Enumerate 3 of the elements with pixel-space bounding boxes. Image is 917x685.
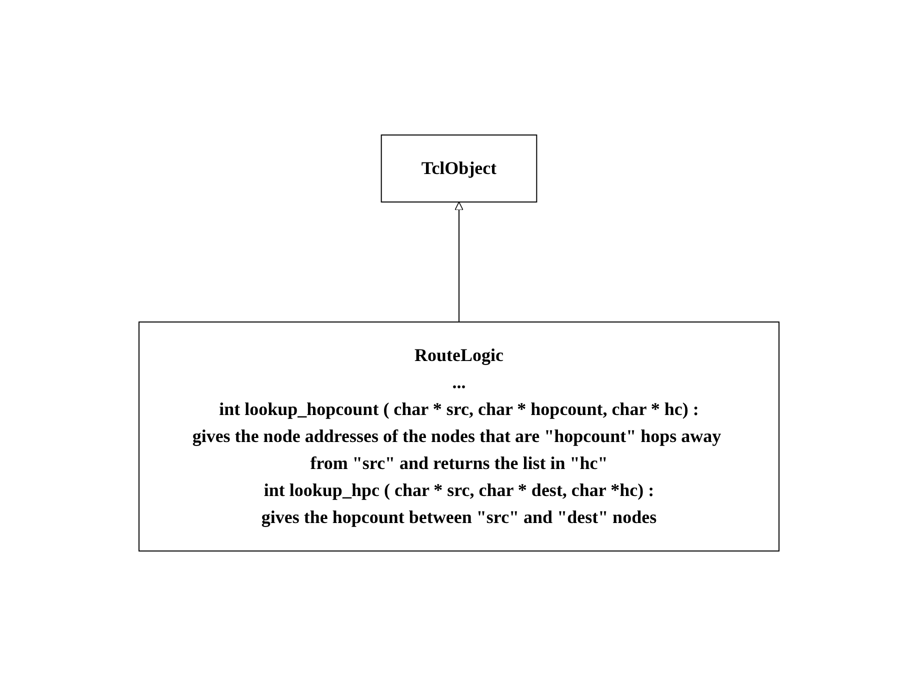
arrow: [454, 201, 463, 322]
node-box: TclObject: [380, 134, 537, 202]
node-box: RouteLogic ... int lookup_hopcount ( char * src, char * hopcount, char * hc) : gives the node addresses of the nodes that are "hopcount" hops away from "src" and returns the list in "hc" int lookup_hpc ( char * src, char * dest, char *hc) : gives the hopcount between "src" and "dest" nodes: [138, 321, 779, 551]
